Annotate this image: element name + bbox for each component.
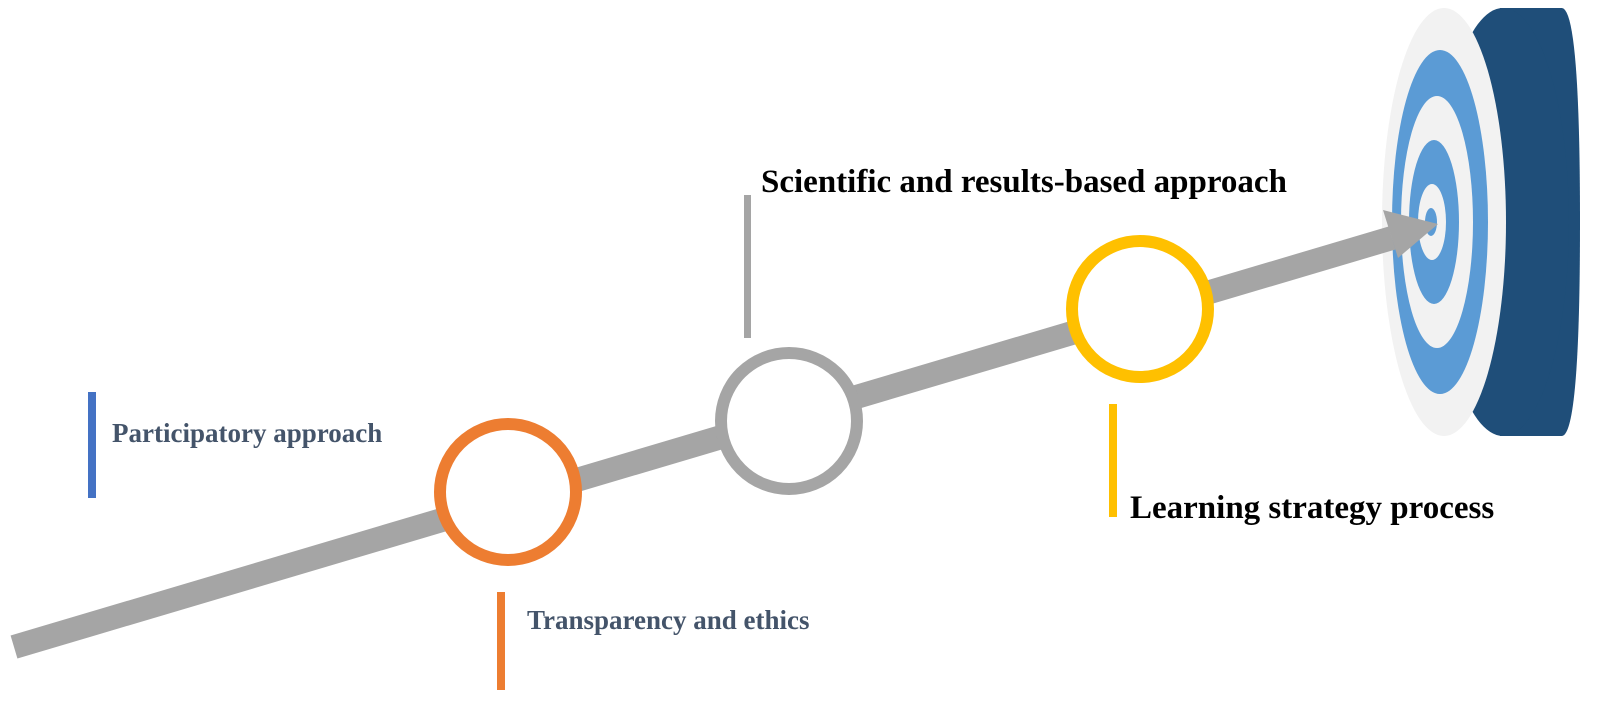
participatory-approach-label: Participatory approach	[112, 418, 383, 448]
step-circle-transparency	[434, 418, 582, 566]
scientific-accent-bar	[744, 195, 751, 338]
transparency-accent-bar	[497, 592, 505, 690]
learning-accent-bar	[1109, 404, 1117, 517]
target-icon	[1382, 8, 1580, 436]
participatory-accent-bar	[88, 392, 96, 498]
learning-strategy-label: Learning strategy process	[1130, 490, 1495, 526]
arrow-head	[1383, 210, 1438, 258]
scientific-approach-label: Scientific and results-based approach	[761, 164, 1287, 200]
transparency-ethics-label: Transparency and ethics	[527, 605, 810, 635]
step-circle-learning	[1066, 235, 1214, 383]
step-circle-scientific	[715, 347, 863, 495]
